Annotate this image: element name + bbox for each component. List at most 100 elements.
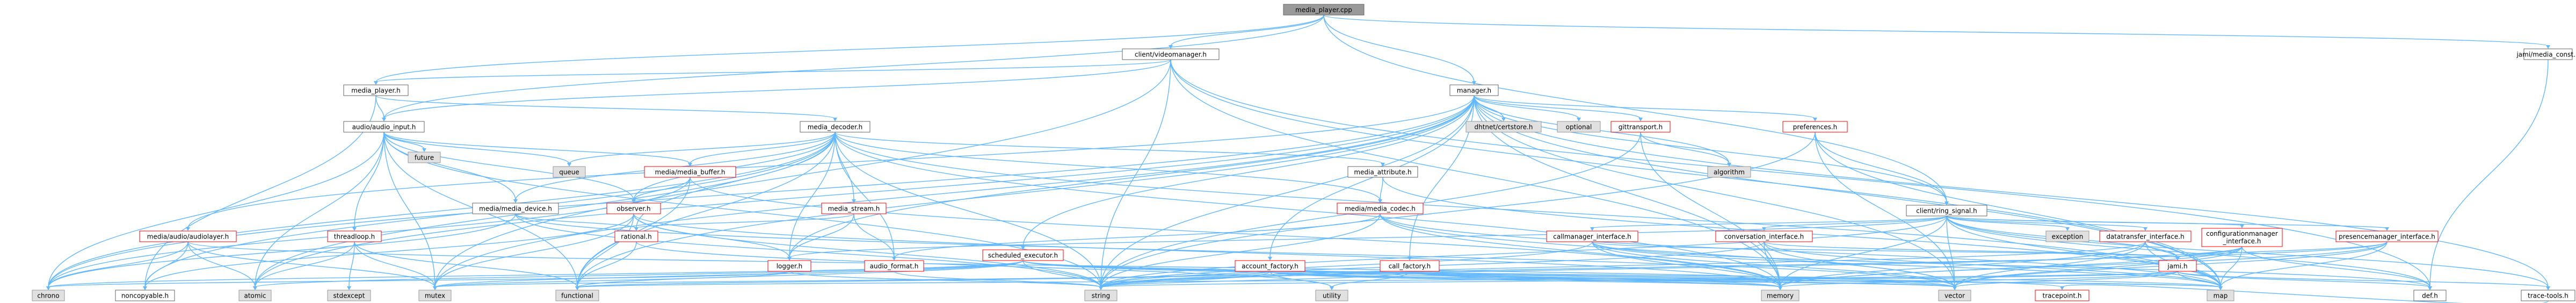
edge-manager-h-to-trace-tools-h [1474,95,2549,288]
node-map[interactable]: map [2207,290,2234,301]
node-exception[interactable]: exception [2045,230,2089,242]
svg-text:atomic: atomic [244,292,266,300]
edge-client-videomanager-h-to-def-h [1170,59,2430,288]
node-callmanager-interface-h[interactable]: callmanager_interface.h [1546,230,1638,242]
node-scheduled-executor-h[interactable]: scheduled_executor.h [982,249,1064,261]
node-media-media-codec-h[interactable]: media/media_codec.h [1337,203,1424,214]
svg-text:configurationmanager: configurationmanager [2206,230,2278,237]
node-client-ring-signal-h[interactable]: client/ring_signal.h [1906,205,1987,217]
edge-conversation-interface-h-to-memory [1764,241,1781,288]
node-trace-tools-h[interactable]: trace-tools.h [2521,290,2575,301]
node-datatransfer-interface-h[interactable]: datatransfer_interface.h [2099,230,2192,242]
node-observer-h[interactable]: observer.h [606,203,661,214]
svg-text:vector: vector [1944,292,1965,300]
svg-text:_interface.h: _interface.h [2223,237,2261,245]
node-def-h[interactable]: def.h [2413,290,2447,301]
svg-text:future: future [415,154,434,162]
node-memory[interactable]: memory [1761,290,1799,301]
node-presencemanager-interface-h[interactable]: presencemanager_interface.h [2335,230,2439,242]
node-media-player-h[interactable]: media_player.h [343,84,409,96]
svg-text:threadloop.h: threadloop.h [334,233,375,241]
node-configurationmanager-interface-h[interactable]: configurationmanager _interface.h [2201,228,2283,247]
node-string[interactable]: string [1084,290,1118,301]
node-media-attribute-h[interactable]: media_attribute.h [1347,166,1418,178]
edge-client-ring-signal-h-to-logger-h [789,215,1947,258]
svg-text:media_player.cpp: media_player.cpp [1295,6,1352,14]
node-media-decoder-h[interactable]: media_decoder.h [800,121,870,133]
node-functional[interactable]: functional [555,290,599,301]
node-atomic[interactable]: atomic [238,290,272,301]
edge-arrowhead [1638,118,1643,121]
edge-audio-audio-input-h-to-threadloop-h [354,132,384,229]
edge-observer-h-to-memory [633,213,1781,288]
node-gittransport-h[interactable]: gittransport.h [1610,121,1671,133]
edge-arrowhead [1953,286,1957,290]
node-stdexcept[interactable]: stdexcept [327,290,371,301]
edge-preferences-h-to-map [1815,132,2221,288]
edge-audio-audio-input-h-to-chrono [48,132,384,288]
edge-media-player-h-to-audio-audio-input-h [375,95,384,119]
node-account-factory-h[interactable]: account_factory.h [1235,260,1305,272]
edge-manager-h-to-optional [1474,95,1579,119]
edge-callmanager-interface-h-to-def-h [1592,241,2430,288]
edge-arrowhead [575,286,579,290]
edge-arrowhead [382,118,386,121]
edge-media-decoder-h-to-logger-h [789,132,836,258]
edge-arrowhead [347,286,351,290]
node-preferences-h[interactable]: preferences.h [1782,121,1848,133]
node-optional[interactable]: optional [1557,121,1601,133]
node-media-stream-h[interactable]: media_stream.h [821,203,887,214]
edge-arrowhead [253,286,257,290]
edge-arrowhead [632,199,636,203]
node-jami-h[interactable]: jami.h [2158,260,2197,272]
node-rational-h[interactable]: rational.h [614,230,658,242]
edge-manager-h-to-gittransport-h [1474,95,1641,119]
edge-arrowhead [1381,163,1385,167]
node-media-player-cpp[interactable]: media_player.cpp [1283,4,1365,16]
node-media-audio-audiolayer-h[interactable]: media/audio/audiolayer.h [139,230,237,242]
node-client-videomanager-h[interactable]: client/videomanager.h [1122,48,1220,60]
edge-client-ring-signal-h-to-callmanager-interface-h [1592,215,1947,229]
edge-manager-h-to-client-ring-signal-h [1474,95,1947,203]
edge-media-player-cpp-to-audio-audio-input-h [383,15,1324,119]
node-future[interactable]: future [408,152,441,163]
node-algorithm[interactable]: algorithm [1707,166,1751,178]
edge-arrowhead [1577,118,1581,121]
edge-manager-h-to-algorithm [1474,95,1730,164]
edge-scheduled-executor-h-to-atomic [255,260,1024,288]
edge-client-ring-signal-h-to-datatransfer-interface-h [1946,215,2146,229]
node-threadloop-h[interactable]: threadloop.h [327,230,382,242]
node-dhtnet-certstore-h[interactable]: dhtnet/certstore.h [1465,121,1542,133]
edge-jami-h-to-functional [577,271,2178,288]
edge-configurationmanager-interface-h-to-string [1100,246,2243,288]
node-queue[interactable]: queue [553,166,586,178]
node-vector[interactable]: vector [1938,290,1971,301]
edge-media-stream-h-to-logger-h [789,213,854,258]
svg-text:media_player.h: media_player.h [351,87,400,95]
node-conversation-interface-h[interactable]: conversation_interface.h [1715,230,1813,242]
node-noncopyable-h[interactable]: noncopyable.h [115,290,175,301]
edge-callmanager-interface-h-to-map [1592,241,2221,288]
node-call-factory-h[interactable]: call_factory.h [1380,260,1440,272]
edge-logger-h-to-mutex [434,271,790,288]
node-manager-h[interactable]: manager.h [1449,84,1499,96]
edge-arrowhead [1099,286,1103,290]
node-jami-media-const-h[interactable]: jami/media_const.h [2516,48,2576,60]
node-utility[interactable]: utility [1315,290,1348,301]
node-audio-format-h[interactable]: audio_format.h [864,260,924,272]
edge-arrowhead [374,81,378,85]
node-mutex[interactable]: mutex [418,290,452,301]
node-tracepoint-h[interactable]: tracepoint.h [2035,290,2089,301]
edge-arrowhead [567,163,571,167]
node-chrono[interactable]: chrono [32,290,65,301]
node-media-media-buffer-h[interactable]: media/media_buffer.h [644,166,736,178]
edge-arrowhead [2240,225,2244,228]
svg-text:media/media_buffer.h: media/media_buffer.h [655,169,725,176]
edge-jami-h-to-trace-tools-h [2177,271,2549,288]
node-logger-h[interactable]: logger.h [767,260,811,272]
edge-manager-h-to-vector [1474,95,1955,288]
node-media-media-device-h[interactable]: media/media_device.h [472,203,559,214]
node-audio-audio-input-h[interactable]: audio/audio_input.h [343,121,425,133]
edge-jami-h-to-def-h [2177,271,2430,288]
